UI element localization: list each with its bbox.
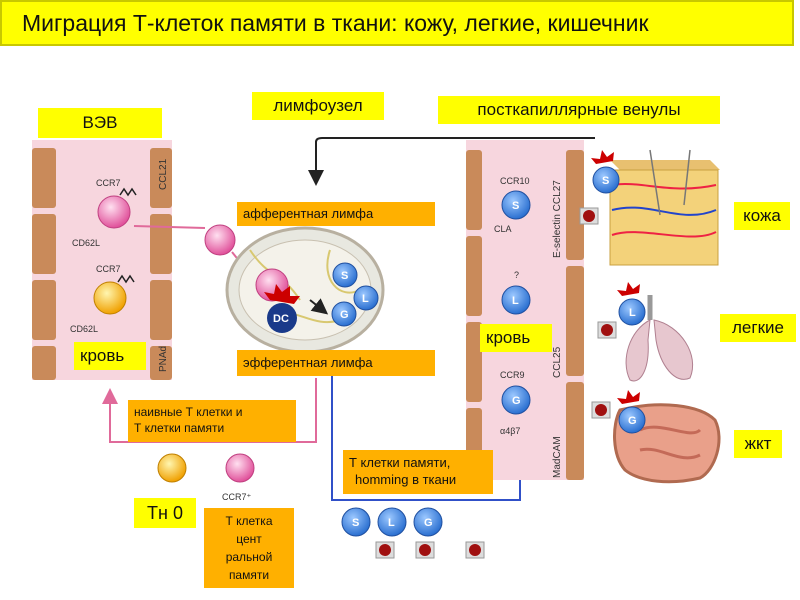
central-memory-line-4: памяти xyxy=(228,568,270,582)
ccr7-receptor-b xyxy=(117,274,135,284)
yellow-cell xyxy=(93,281,127,315)
node-cell-g xyxy=(331,301,357,327)
bottom-cell-l xyxy=(377,507,407,537)
blood-right-label: кровь xyxy=(480,324,552,352)
naive-memory-label: наивные Т клетки и Т клетки памяти xyxy=(128,400,296,442)
dc-activation-icon xyxy=(264,284,300,304)
lymph-node-label: лимфоузел xyxy=(252,92,384,120)
skin-homing-cell xyxy=(501,190,531,220)
exit-arrow xyxy=(133,225,206,229)
dc-label: DC xyxy=(273,313,289,325)
bottom-cell-g-label: G xyxy=(424,517,433,529)
naive-memory-line-1: наивные Т клетки и xyxy=(134,405,243,419)
ccr10-label: CCR10 xyxy=(500,176,530,186)
gut-cell-label: G xyxy=(628,415,637,427)
homing-label: Т клетки памяти, homming в ткани xyxy=(343,450,493,494)
central-memory-line-3: ральной xyxy=(225,550,273,564)
cd62l-label-b: CD62L xyxy=(70,324,98,334)
lung-cell-activation-icon xyxy=(617,282,640,296)
receptor-icons-right xyxy=(579,207,617,419)
lungs-label: легкие xyxy=(720,314,796,342)
hev-vessel xyxy=(32,140,172,380)
madcam-label: MadCAM xyxy=(552,436,563,478)
gut-label: жкт xyxy=(734,430,782,458)
inner-arrow xyxy=(309,298,329,315)
node-cell-s xyxy=(332,262,358,288)
page-title: Миграция Т-клеток памяти в ткани: кожу, … xyxy=(0,0,794,46)
afferent-lymph-label: афферентная лимфа xyxy=(237,202,435,226)
postcapillary-label: посткапиллярные венулы xyxy=(438,96,720,124)
a4b7-label: α4β7 xyxy=(500,426,520,436)
efferent-lymph-label: эфферентная лимфа xyxy=(237,350,435,376)
naive-return-arrow xyxy=(102,378,317,443)
ccr7-label-b: CCR7 xyxy=(96,264,121,274)
ccl21-label: CCL21 xyxy=(158,158,169,190)
bottom-cell-l-label: L xyxy=(388,517,395,529)
naive-memory-line-2: Т клетки памяти xyxy=(134,421,225,435)
ccr7plus-label: CCR7⁺ xyxy=(222,492,252,502)
ccl25-label: CCL25 xyxy=(552,346,563,378)
gut-cell-activation-icon xyxy=(617,390,640,404)
node-cell-l-label: L xyxy=(362,293,369,305)
homing-line-2: homming в ткани xyxy=(355,472,457,487)
ccr9-label: CCR9 xyxy=(500,370,525,380)
skin-tissue xyxy=(609,149,720,266)
skin-cell-label: S xyxy=(602,175,609,187)
lung-cell-label: L xyxy=(629,307,636,319)
node-cell-l xyxy=(353,285,379,311)
central-memory-line-1: Т клетка xyxy=(225,514,273,528)
bottom-cell-g xyxy=(413,507,443,537)
bottom-cell-s-label: S xyxy=(352,517,359,529)
central-memory-label: Т клетка цент ральной памяти xyxy=(204,508,294,588)
central-memory-cell xyxy=(225,453,255,483)
gut-homing-cell-label: G xyxy=(512,395,521,407)
skin-homing-cell-label: S xyxy=(512,200,519,212)
dc-cell xyxy=(267,303,297,333)
bottom-cell-s xyxy=(341,507,371,537)
hev-label: ВЭВ xyxy=(38,108,162,138)
pink-cell xyxy=(97,195,131,229)
eselectin-label: E-selectin CCL27 xyxy=(552,180,563,258)
gut-homing-cell xyxy=(501,385,531,415)
homing-line-1: Т клетки памяти, xyxy=(349,455,451,470)
ccr7-label-a: CCR7 xyxy=(96,178,121,188)
cla-label: CLA xyxy=(494,224,512,234)
skin-label: кожа xyxy=(734,202,790,230)
return-line xyxy=(315,137,595,143)
lung-homing-cell-label: L xyxy=(512,295,519,307)
tn0-label: Тн 0 xyxy=(134,498,196,528)
lungs-illustration xyxy=(625,295,694,382)
node-cell-s-label: S xyxy=(341,270,348,282)
lung-homing-cell xyxy=(501,285,531,315)
gut-cell xyxy=(618,406,646,434)
cd62l-label-a: CD62L xyxy=(72,238,100,248)
ccr7-receptor xyxy=(119,187,137,197)
question-label: ? xyxy=(514,270,519,280)
skin-cell xyxy=(592,166,620,194)
node-cell-g-label: G xyxy=(340,309,349,321)
central-memory-line-2: цент xyxy=(236,532,262,546)
skin-cell-activation-icon xyxy=(591,150,614,164)
lung-cell xyxy=(618,298,646,326)
tn0-cell xyxy=(157,453,187,483)
receptor-icons-bottom xyxy=(375,541,485,559)
migrating-cell xyxy=(204,224,236,256)
pnad-label: PNAd xyxy=(158,346,169,372)
blood-left-label: кровь xyxy=(74,342,146,370)
